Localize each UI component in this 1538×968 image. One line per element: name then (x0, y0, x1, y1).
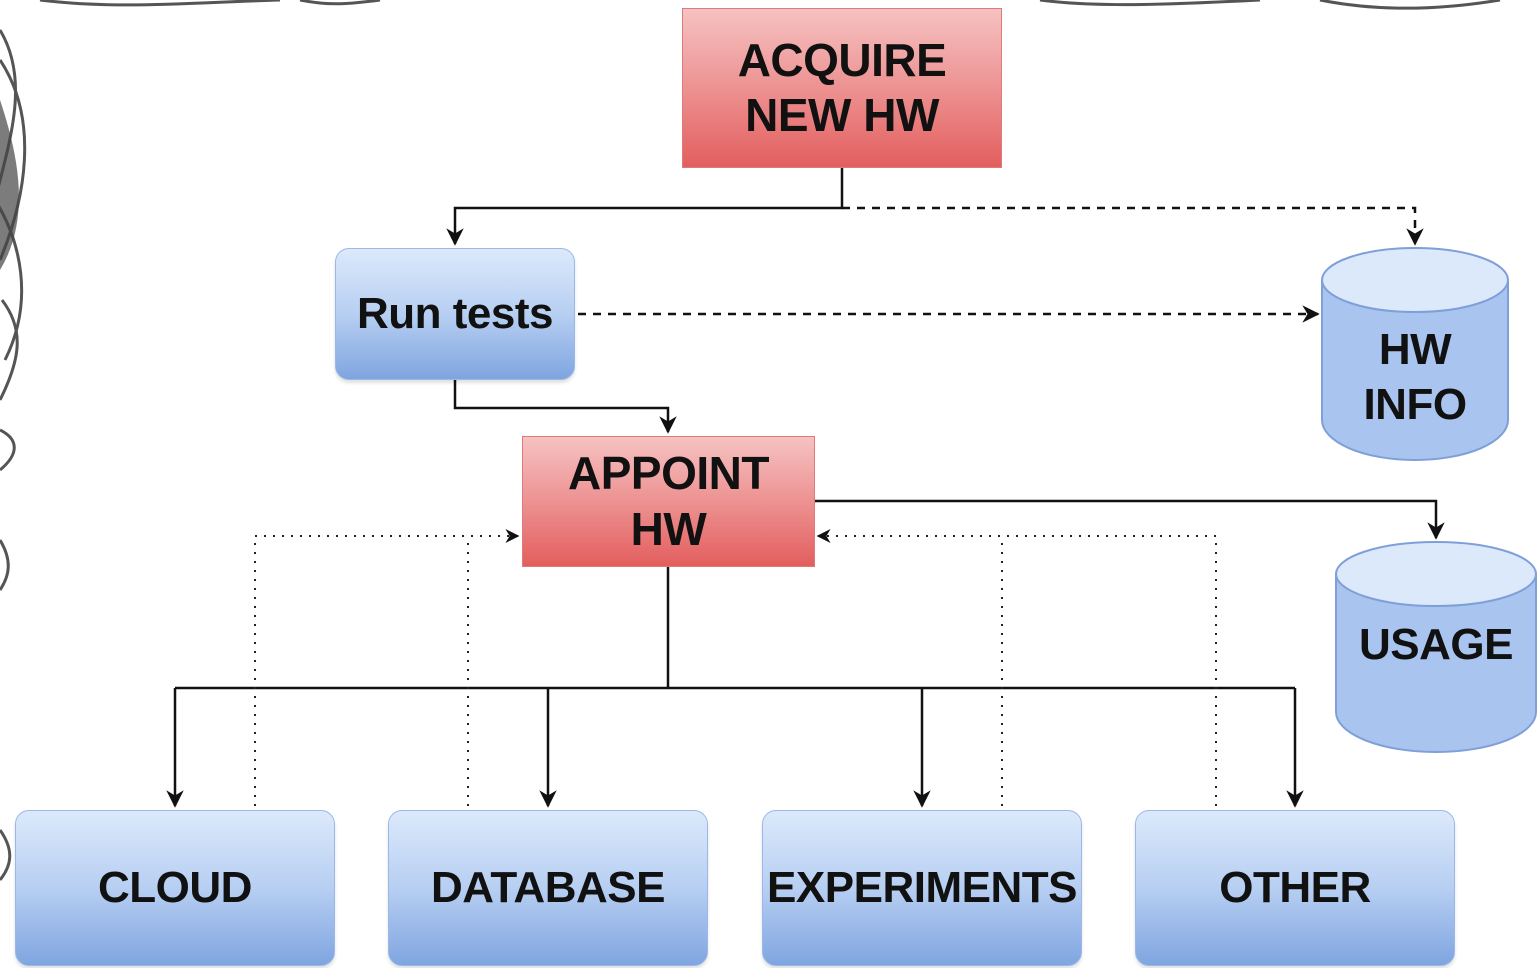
edge-acquire-to-run-tests (446, 168, 844, 246)
edge-run-tests-to-appoint (453, 380, 677, 434)
store-usage-label: USAGE (1359, 619, 1513, 669)
node-acquire-new-hw-label: ACQUIRE NEW HW (737, 33, 947, 141)
node-other-label: OTHER (1219, 862, 1371, 912)
node-database-label: DATABASE (431, 862, 665, 912)
node-appoint-hw-label: APPOINT HW (568, 447, 769, 555)
edge-acquire-to-hw-info (842, 206, 1424, 246)
node-experiments: EXPERIMENTS (762, 810, 1082, 966)
node-appoint-hw: APPOINT HW (522, 436, 815, 567)
node-database: DATABASE (388, 810, 708, 966)
node-run-tests-label: Run tests (357, 288, 553, 338)
node-cloud-label: CLOUD (98, 862, 252, 912)
node-acquire-new-hw: ACQUIRE NEW HW (682, 8, 1002, 168)
store-hw-info: HW INFO (1322, 318, 1508, 436)
node-run-tests: Run tests (335, 248, 575, 380)
edge-cloud-feedback (254, 529, 520, 806)
cylinder-usage (1335, 541, 1537, 753)
node-experiments-label: EXPERIMENTS (767, 862, 1077, 912)
node-cloud: CLOUD (15, 810, 335, 966)
edge-appoint-to-usage (815, 499, 1445, 540)
node-other: OTHER (1135, 810, 1455, 966)
cylinder-hw-info (1321, 247, 1509, 461)
store-hw-info-label: HW INFO (1363, 325, 1467, 429)
store-usage: USAGE (1336, 608, 1536, 680)
edge-other-feedback (816, 529, 1217, 806)
